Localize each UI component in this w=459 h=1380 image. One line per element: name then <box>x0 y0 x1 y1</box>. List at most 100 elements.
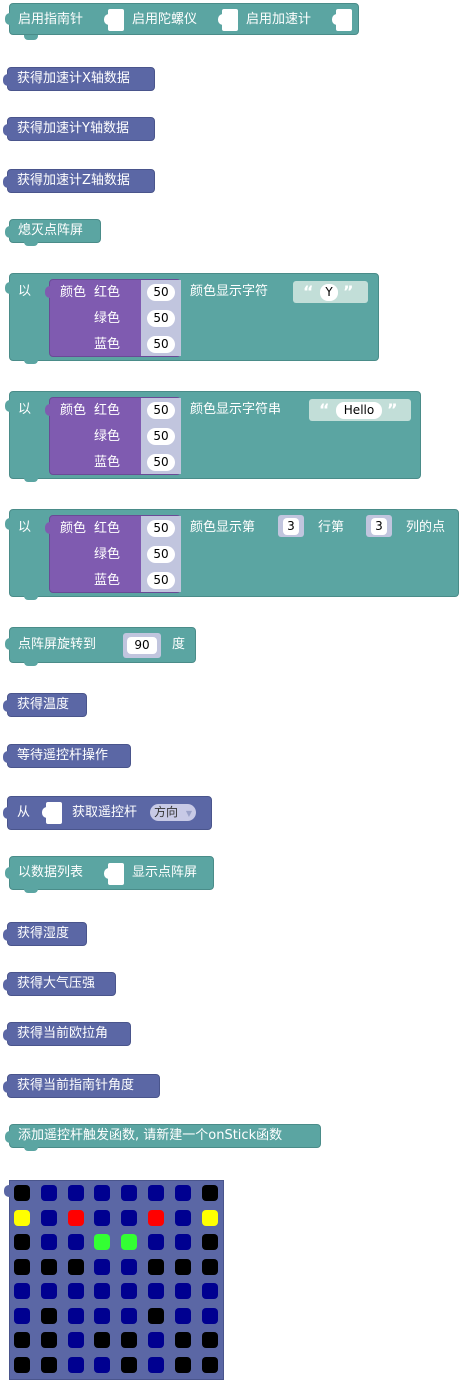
blue-value-field[interactable]: 50 <box>147 336 175 353</box>
green-value-field[interactable]: 50 <box>147 546 175 563</box>
clear-matrix-block[interactable]: 熄灭点阵屏 <box>5 219 101 246</box>
led-cell[interactable] <box>174 1258 191 1275</box>
led-cell[interactable] <box>14 1283 30 1299</box>
led-cell[interactable] <box>121 1209 138 1226</box>
led-cell[interactable] <box>148 1258 164 1275</box>
enable-sensors-block[interactable]: 启用指南针 启用陀螺仪 启用加速计 <box>5 3 359 40</box>
led-cell[interactable] <box>121 1234 138 1250</box>
led-cell[interactable] <box>174 1332 191 1348</box>
led-cell[interactable] <box>94 1234 111 1250</box>
red-value-field[interactable]: 50 <box>147 520 175 537</box>
from-joystick-block[interactable]: 从 获取遥控杆 方向 ▼ <box>3 796 212 830</box>
led-matrix-block[interactable] <box>4 1180 224 1380</box>
led-cell[interactable] <box>174 1283 191 1299</box>
row-value-field[interactable]: 3 <box>283 518 299 535</box>
joystick-input-socket[interactable] <box>42 802 62 824</box>
led-cell[interactable] <box>94 1258 111 1275</box>
led-cell[interactable] <box>40 1258 57 1275</box>
led-cell[interactable] <box>40 1356 57 1373</box>
led-cell[interactable] <box>201 1332 218 1348</box>
rgb-color-block[interactable]: 颜色 红色 绿色 蓝色 50 50 50 <box>45 279 181 357</box>
led-cell[interactable] <box>121 1283 138 1299</box>
led-cell[interactable] <box>67 1234 84 1250</box>
led-cell[interactable] <box>201 1356 218 1373</box>
led-cell[interactable] <box>121 1332 138 1348</box>
compass-angle-block[interactable]: 获得当前指南针角度 <box>3 1074 160 1098</box>
humidity-block[interactable]: 获得湿度 <box>3 922 87 946</box>
led-cell[interactable] <box>174 1209 191 1226</box>
green-value-field[interactable]: 50 <box>147 310 175 327</box>
accel-input-socket[interactable] <box>332 9 352 31</box>
rgb-color-block[interactable]: 颜色 红色 绿色 蓝色 50 50 50 <box>45 515 181 593</box>
led-cell[interactable] <box>174 1234 191 1250</box>
led-cell[interactable] <box>148 1283 164 1299</box>
compass-input-socket[interactable] <box>104 9 124 31</box>
add-stick-function-block[interactable]: 添加遥控杆触发函数, 请新建一个onStick函数 <box>5 1124 321 1151</box>
led-cell[interactable] <box>148 1332 164 1348</box>
text-string-block[interactable]: “ Hello ” <box>309 399 411 421</box>
led-cell[interactable] <box>174 1356 191 1373</box>
led-cell[interactable] <box>174 1307 191 1324</box>
led-cell[interactable] <box>201 1185 218 1201</box>
led-cell[interactable] <box>201 1283 218 1299</box>
accel-y-block[interactable]: 获得加速计Y轴数据 <box>3 117 155 141</box>
led-cell[interactable] <box>14 1307 30 1324</box>
rgb-color-block[interactable]: 颜色 红色 绿色 蓝色 50 50 50 <box>45 397 181 475</box>
led-cell[interactable] <box>121 1356 138 1373</box>
led-cell[interactable] <box>14 1209 30 1226</box>
color-char-block[interactable]: 以 颜色 红色 绿色 蓝色 50 50 50 颜色显示字符 “ Y ” <box>5 273 379 364</box>
pressure-block[interactable]: 获得大气压强 <box>3 972 116 996</box>
led-cell[interactable] <box>201 1209 218 1226</box>
led-cell[interactable] <box>14 1356 30 1373</box>
gyro-input-socket[interactable] <box>218 9 238 31</box>
color-point-block[interactable]: 以 颜色 红色 绿色 蓝色 50 50 50 颜色显示第 3 行第 3 列的点 <box>5 509 459 600</box>
led-cell[interactable] <box>94 1307 111 1324</box>
led-cell[interactable] <box>67 1307 84 1324</box>
rotate-angle-field[interactable]: 90 <box>127 637 157 654</box>
led-cell[interactable] <box>148 1234 164 1250</box>
led-cell[interactable] <box>67 1258 84 1275</box>
led-cell[interactable] <box>148 1209 164 1226</box>
led-cell[interactable] <box>148 1185 164 1201</box>
show-list-block[interactable]: 以数据列表 显示点阵屏 <box>5 856 214 893</box>
led-cell[interactable] <box>121 1185 138 1201</box>
led-cell[interactable] <box>67 1209 84 1226</box>
led-cell[interactable] <box>14 1234 30 1250</box>
char-string-block[interactable]: “ Y ” <box>293 281 368 303</box>
euler-block[interactable]: 获得当前欧拉角 <box>3 1022 131 1046</box>
led-cell[interactable] <box>201 1234 218 1250</box>
temperature-block[interactable]: 获得温度 <box>3 693 87 717</box>
direction-dropdown[interactable]: 方向 ▼ <box>150 804 196 821</box>
red-value-field[interactable]: 50 <box>147 402 175 419</box>
blue-value-field[interactable]: 50 <box>147 454 175 471</box>
led-cell[interactable] <box>67 1283 84 1299</box>
led-cell[interactable] <box>201 1258 218 1275</box>
led-cell[interactable] <box>121 1258 138 1275</box>
led-cell[interactable] <box>121 1307 138 1324</box>
led-cell[interactable] <box>40 1283 57 1299</box>
led-cell[interactable] <box>148 1307 164 1324</box>
led-cell[interactable] <box>40 1209 57 1226</box>
list-input-socket[interactable] <box>104 863 124 885</box>
rotate-matrix-block[interactable]: 点阵屏旋转到 90 度 <box>5 627 196 666</box>
led-cell[interactable] <box>94 1209 111 1226</box>
wait-joystick-block[interactable]: 等待遥控杆操作 <box>3 744 131 768</box>
led-cell[interactable] <box>14 1258 30 1275</box>
led-cell[interactable] <box>40 1234 57 1250</box>
green-value-field[interactable]: 50 <box>147 428 175 445</box>
led-cell[interactable] <box>94 1185 111 1201</box>
led-cell[interactable] <box>14 1185 30 1201</box>
led-cell[interactable] <box>40 1332 57 1348</box>
string-value-field[interactable]: Hello <box>336 401 382 419</box>
color-string-block[interactable]: 以 颜色 红色 绿色 蓝色 50 50 50 颜色显示字符串 “ Hello ” <box>5 391 421 482</box>
led-cell[interactable] <box>67 1185 84 1201</box>
led-cell[interactable] <box>40 1185 57 1201</box>
led-cell[interactable] <box>67 1332 84 1348</box>
col-value-field[interactable]: 3 <box>371 518 387 535</box>
accel-x-block[interactable]: 获得加速计X轴数据 <box>3 67 155 91</box>
led-cell[interactable] <box>14 1332 30 1348</box>
accel-z-block[interactable]: 获得加速计Z轴数据 <box>3 169 155 193</box>
led-cell[interactable] <box>148 1356 164 1373</box>
blue-value-field[interactable]: 50 <box>147 572 175 589</box>
led-cell[interactable] <box>174 1185 191 1201</box>
